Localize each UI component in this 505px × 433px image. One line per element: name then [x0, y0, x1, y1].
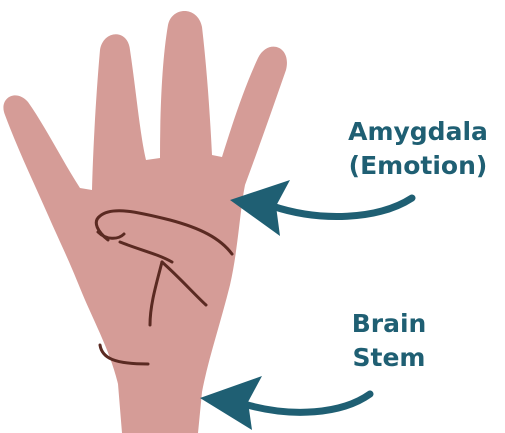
brainstem-label-line2: Stem — [353, 343, 426, 372]
amygdala-label-line2: (Emotion) — [349, 151, 488, 180]
brainstem-label-line1: Brain — [352, 309, 427, 338]
amygdala-label-line1: Amygdala — [348, 117, 488, 146]
hand-shape — [3, 11, 287, 433]
brainstem-arrow-shaft — [244, 394, 370, 412]
amygdala-arrow-shaft — [272, 198, 412, 216]
